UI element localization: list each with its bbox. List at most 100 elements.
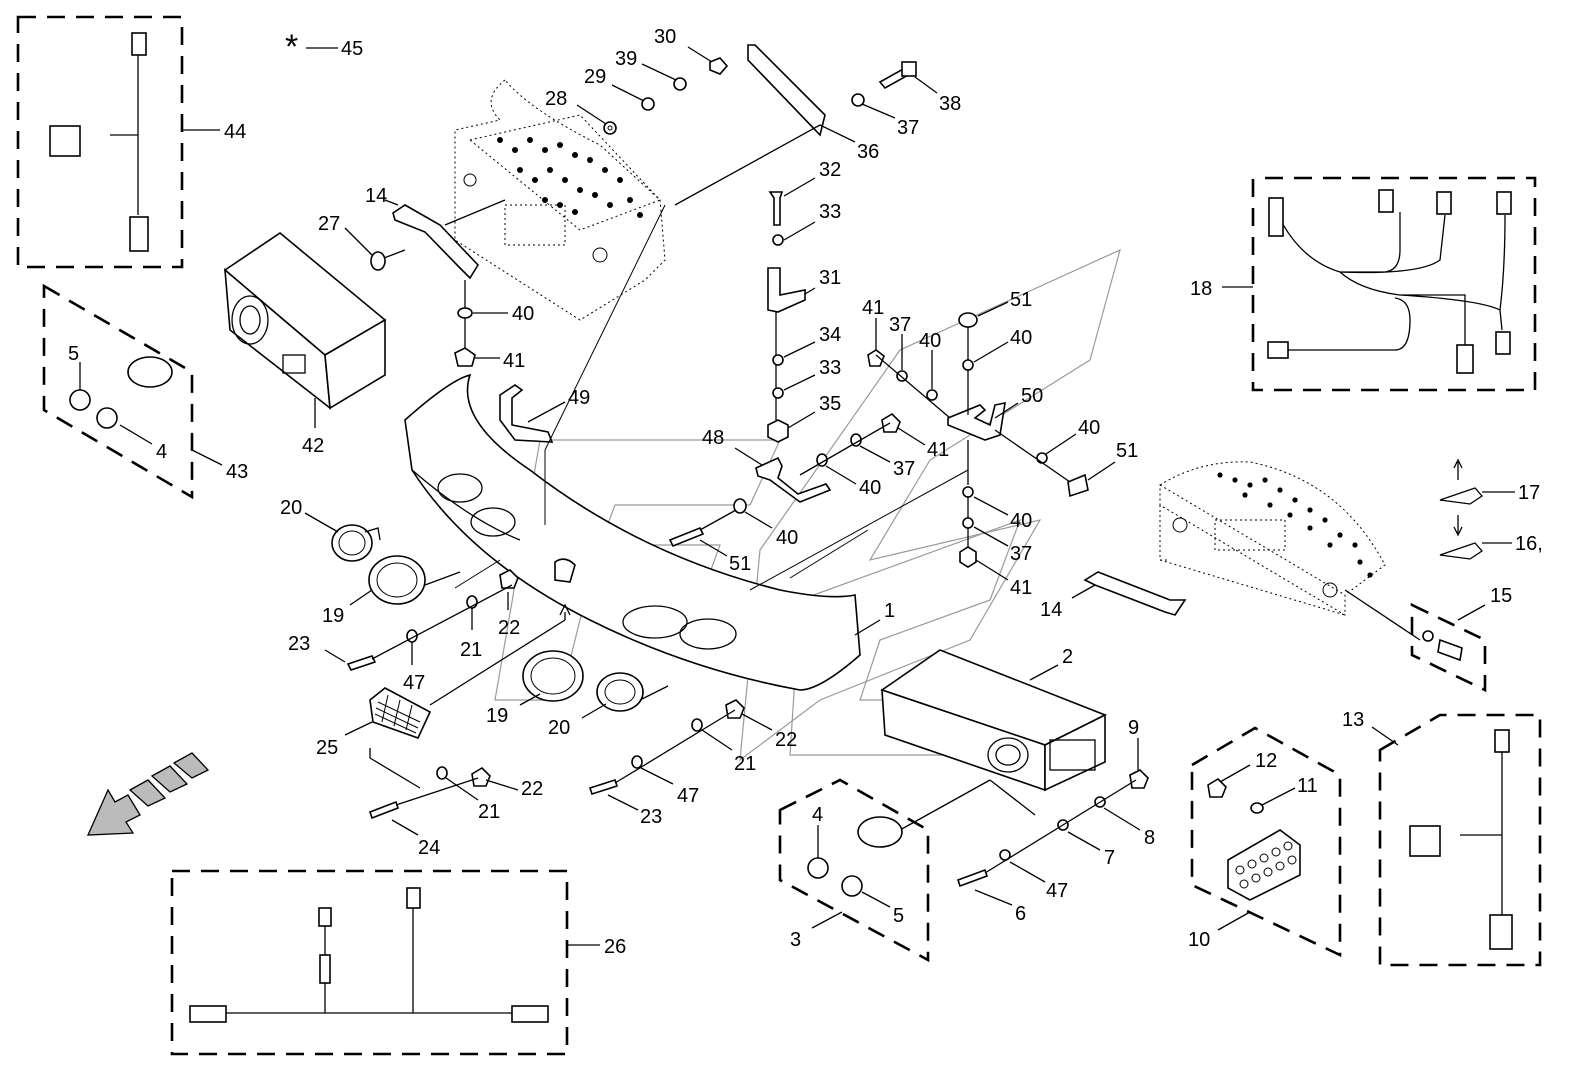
label-19: 19 [322, 605, 344, 627]
label-23: 23 [640, 806, 662, 828]
label-31: 31 [819, 267, 841, 289]
label-40: 40 [919, 330, 941, 352]
label-47: 47 [403, 672, 425, 694]
bracket-14-left: 14 27 40 41 [318, 185, 534, 372]
harness-kit-18: 18 [1190, 176, 1537, 392]
label-16: 16, [1515, 533, 1543, 555]
lamp-kit-43: 5 4 43 [42, 283, 248, 500]
label-7: 7 [1104, 847, 1115, 869]
lamp-19-20-left: 20 19 [280, 497, 461, 627]
bracket-49: 49 [499, 384, 590, 443]
label-32: 32 [819, 159, 841, 181]
label-37: 37 [893, 458, 915, 480]
label-10: 10 [1188, 929, 1210, 951]
direction-arrow-icon [86, 752, 210, 836]
label-25: 25 [316, 737, 338, 759]
bracket-48: 48 40 51 40 37 41 [668, 412, 949, 575]
hardware-6-9: 9 8 7 47 6 [956, 717, 1155, 925]
symbol-16-17: 17 16, [1439, 458, 1543, 560]
hardware-28-30: 28 29 39 30 [545, 26, 729, 135]
grille-panel-right [1159, 461, 1421, 641]
bulb-icon [69, 389, 91, 411]
watermark-logo [494, 248, 1121, 762]
label-22: 22 [521, 778, 543, 800]
label-40: 40 [512, 303, 534, 325]
bracket-50: 50 41 37 40 51 40 40 37 41 40 [862, 289, 1138, 599]
label-41: 41 [503, 350, 525, 372]
lamp-25: 25 [316, 603, 571, 789]
lamp-lens-icon [857, 816, 903, 848]
label-14: 14 [365, 185, 387, 207]
harness-kit-44: 44 [16, 15, 246, 269]
harness-kit-26: 26 [170, 869, 626, 1056]
label-44: 44 [224, 121, 246, 143]
label-40: 40 [859, 477, 881, 499]
lamp-housing-2: 2 [880, 646, 1107, 831]
label-5: 5 [893, 905, 904, 927]
label-41: 41 [1010, 577, 1032, 599]
label-47: 47 [677, 785, 699, 807]
label-37: 37 [1010, 543, 1032, 565]
label-47: 47 [1046, 880, 1068, 902]
bracket-36: 36 [674, 44, 879, 206]
label-39: 39 [615, 48, 637, 70]
lamp-19-20-center: 19 20 [486, 650, 669, 739]
label-21: 21 [460, 639, 482, 661]
label-6: 6 [1015, 903, 1026, 925]
label-11: 11 [1297, 775, 1318, 797]
label-36: 36 [857, 141, 879, 163]
label-2: 2 [1062, 646, 1073, 668]
label-29: 29 [584, 66, 606, 88]
label-15: 15 [1490, 585, 1512, 607]
label-40: 40 [1010, 510, 1032, 532]
label-21: 21 [734, 753, 756, 775]
label-23: 23 [288, 633, 310, 655]
label-17: 17 [1518, 482, 1540, 504]
label-8: 8 [1144, 827, 1155, 849]
hardware-37-38: 37 38 [851, 61, 961, 139]
label-9: 9 [1128, 717, 1139, 739]
guide-lines [454, 204, 969, 591]
legend-45: * 45 [285, 28, 363, 66]
label-49: 49 [568, 387, 590, 409]
label-37: 37 [897, 117, 919, 139]
label-51: 51 [1116, 440, 1138, 462]
label-12: 12 [1255, 750, 1277, 772]
label-43: 43 [226, 461, 248, 483]
label-38: 38 [939, 93, 961, 115]
label-13: 13 [1342, 709, 1364, 731]
label-33: 33 [819, 201, 841, 223]
lamp-lens-icon [127, 356, 173, 388]
label-14: 14 [1040, 599, 1062, 621]
label-42: 42 [302, 435, 324, 457]
junction-block-10: 12 11 10 [1188, 726, 1342, 958]
label-22: 22 [498, 617, 520, 639]
bracket-14-right: 14 [1040, 571, 1187, 621]
label-40: 40 [1078, 417, 1100, 439]
label-40: 40 [776, 527, 798, 549]
label-28: 28 [545, 88, 567, 110]
label-22: 22 [775, 729, 797, 751]
label-40: 40 [1010, 327, 1032, 349]
label-20: 20 [280, 497, 302, 519]
hardware-21-23-left: 22 21 47 23 [288, 569, 520, 694]
label-3: 3 [790, 929, 801, 951]
label-51: 51 [729, 553, 751, 575]
label-4: 4 [156, 441, 167, 463]
plate-15: 15 [1410, 585, 1512, 693]
label-33: 33 [819, 357, 841, 379]
lamp-housing-42: 42 [223, 232, 387, 457]
label-30: 30 [654, 26, 676, 48]
label-5: 5 [68, 343, 79, 365]
harness-kit-13: 13 [1342, 709, 1542, 967]
label-37: 37 [889, 314, 911, 336]
legend-star-mark: * [285, 28, 298, 66]
label-51: 51 [1010, 289, 1032, 311]
bolt-stack-31-35: 32 33 31 34 33 35 [767, 159, 841, 443]
label-26: 26 [604, 936, 626, 958]
bulb-icon [96, 407, 118, 429]
label-50: 50 [1021, 385, 1043, 407]
label-19: 19 [486, 705, 508, 727]
label-35: 35 [819, 393, 841, 415]
